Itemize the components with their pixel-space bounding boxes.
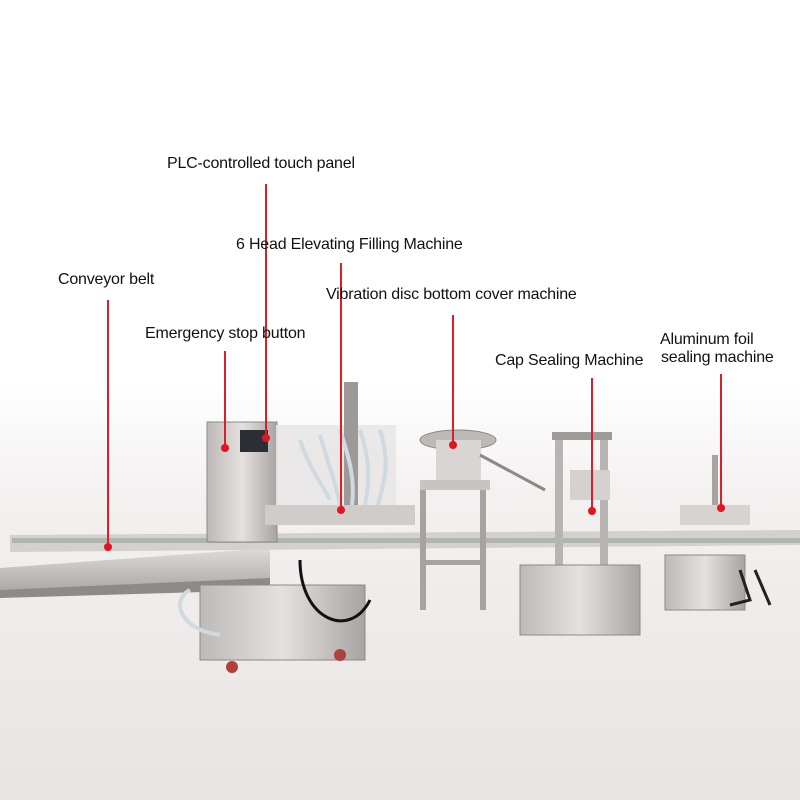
leader-dot-vibration [449,441,457,449]
label-foil-sealing-line1: Aluminum foil [660,331,754,348]
leader-line-plc [265,184,267,438]
leader-dot-filling [337,506,345,514]
leader-line-emergency [224,351,226,446]
vibration-disc-machine [419,429,546,610]
leader-dot-emergency [221,444,229,452]
leader-line-vibration [452,315,454,445]
leader-line-filling [340,263,342,508]
filling-machine-body [199,382,415,673]
label-plc-touch-panel: PLC-controlled touch panel [167,155,355,172]
label-vibration-disc: Vibration disc bottom cover machine [326,286,577,303]
leader-dot-plc [262,434,270,442]
leader-dot-foil [717,504,725,512]
leader-line-foil [720,374,722,510]
foil-sealing-machine [664,455,772,611]
leader-dot-cap [588,507,596,515]
cap-sealing-machine [519,432,641,636]
label-conveyor-belt: Conveyor belt [58,271,155,288]
leader-line-conveyor [107,300,109,543]
label-filling-machine: 6 Head Elevating Filling Machine [236,236,463,253]
filling-hoses [178,429,388,637]
label-emergency-stop: Emergency stop button [145,325,306,342]
leader-dot-conveyor [104,543,112,551]
label-foil-sealing-line2: sealing machine [661,349,774,366]
label-cap-sealing: Cap Sealing Machine [495,352,644,369]
leader-line-cap [591,378,593,510]
